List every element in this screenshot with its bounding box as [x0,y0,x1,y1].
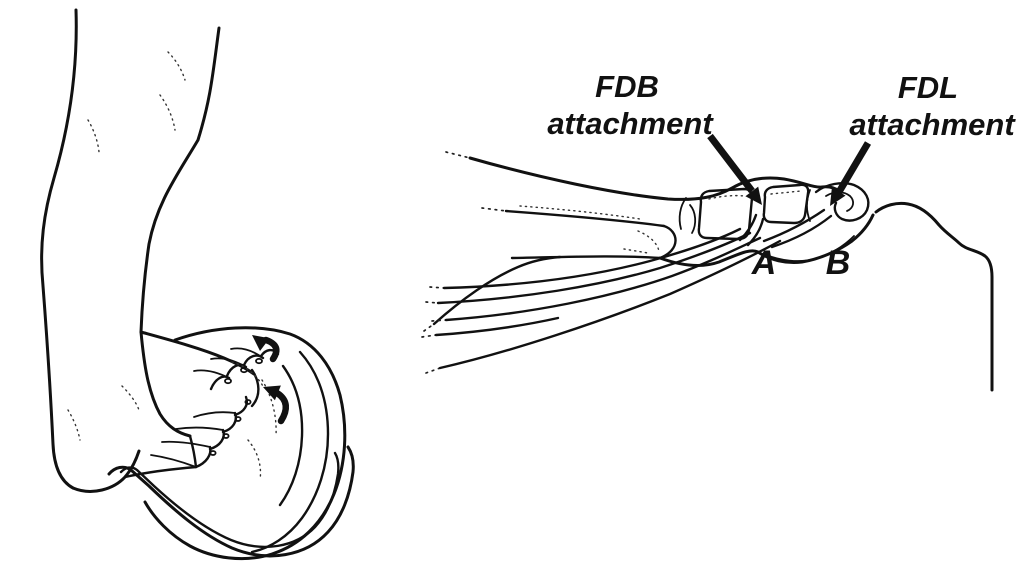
toenail [240,366,248,374]
toenail [244,399,252,405]
sole-outline [123,465,198,479]
leg-outline-left [40,8,78,490]
foot-dorsum [139,330,256,376]
toe-curl-arrow-upper [252,335,280,363]
middle-phalanx [762,183,810,225]
toenail [209,450,217,456]
fdl-label-line2: attachment [849,107,1016,142]
dorsal-outline-fade [445,151,471,159]
ball-of-foot [250,368,260,408]
marker-b: B [826,244,851,282]
dorsal-outline [468,156,841,201]
toe-pad-outline [658,213,875,267]
fdb-tendon-slip [738,213,765,247]
fdb-leader-arrow [707,133,762,205]
instep-outline [139,330,192,438]
foot-edge [188,434,198,469]
fdl-label-line1: FDL [898,70,958,105]
toe-sagittal-figure: FDB attachment FDL attachment A B [421,69,1016,392]
support-surface-edge [874,201,994,392]
toenail [222,433,230,439]
foot-on-dome-figure [40,8,355,561]
upper-toes [193,347,280,391]
fdl-tendon [762,208,833,249]
plantar-outline-fade [423,323,435,332]
fdb-label-line2: attachment [547,106,714,141]
stipple-shading [67,51,277,481]
toenail [224,377,232,385]
lower-toes [150,395,252,469]
arrow-tail [273,389,289,425]
metatarsal-bone [481,205,677,260]
toe-curl-arrow-lower [263,385,289,425]
mtp-joint-arc [689,204,697,234]
arrow-tail [262,336,280,363]
plantar-outline [432,255,562,326]
leg-outline-right [139,26,221,334]
dome-contour-1 [250,350,330,554]
fdb-label-line1: FDB [595,69,659,104]
mtp-joint-arc [678,197,687,230]
arrow-shaft [707,133,755,194]
toenail [255,357,263,365]
base-plate-outer [107,445,355,558]
flexor-tendons [421,227,782,374]
arrowhead-icon [830,187,846,206]
arrow-shaft [835,141,872,194]
base-plate-inner [119,451,340,548]
toenail [234,416,242,422]
dome-contour-2 [278,364,304,507]
toe-pad-inner [763,235,855,262]
arrowhead-icon [745,186,762,205]
arrowhead-icon [252,335,270,351]
fdl-leader-arrow [830,141,872,206]
arrowhead-icon [263,385,281,401]
heel-outline [71,449,141,493]
marker-a: A [751,244,777,282]
